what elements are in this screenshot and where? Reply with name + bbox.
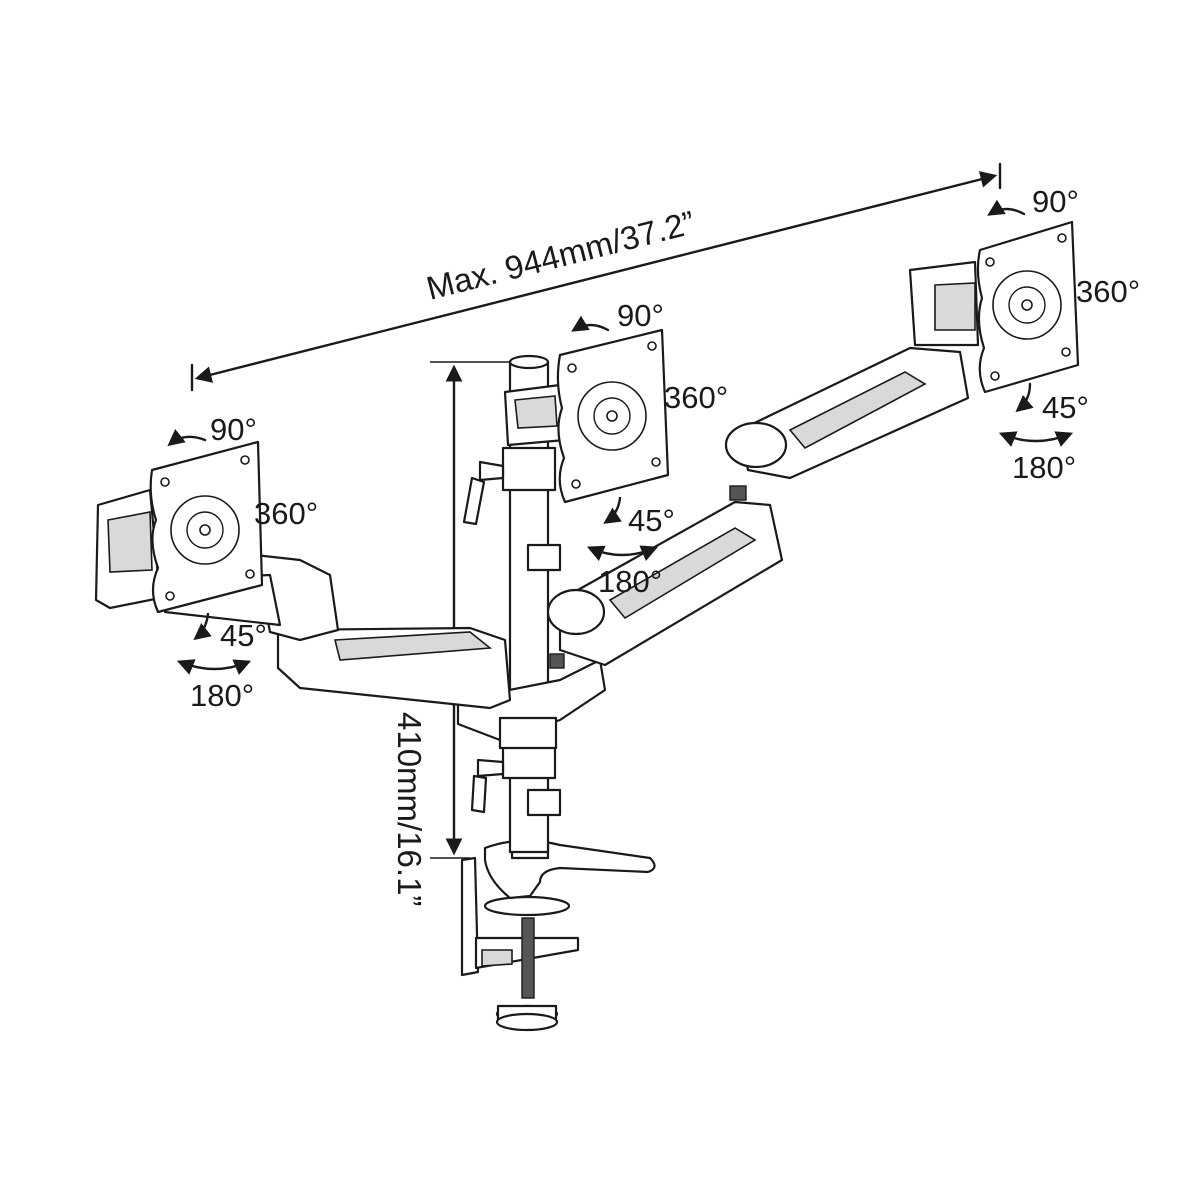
rotation-arrows: [167, 199, 1074, 675]
height-dimension: 410mm/16.1”: [391, 361, 512, 906]
right-tilt-label: 90°: [1032, 184, 1079, 219]
left-tilt-label: 90°: [210, 412, 257, 447]
desk-clamp: [460, 856, 580, 1032]
right-swivel-label: 45°: [1042, 390, 1089, 425]
width-dimension-label: Max. 944mm/37.2”: [423, 203, 699, 306]
center-rotate-label: 360°: [664, 380, 728, 415]
vesa-plate-center: [556, 328, 670, 504]
vesa-plate-right: [976, 220, 1080, 394]
left-swivel-label: 45°: [220, 618, 267, 653]
arm-hub: [456, 658, 607, 750]
right-arm: [546, 260, 980, 669]
right-rotate-label: 360°: [1076, 274, 1140, 309]
vesa-plate-left: [149, 440, 264, 614]
left-pan-label: 180°: [190, 678, 254, 713]
center-tilt-label: 90°: [617, 298, 664, 333]
center-swivel-label: 45°: [628, 503, 675, 538]
left-rotate-label: 360°: [254, 496, 318, 531]
center-pan-label: 180°: [598, 564, 662, 599]
height-dimension-label: 410mm/16.1”: [391, 712, 428, 906]
center-mount-head: [503, 383, 567, 447]
right-pan-label: 180°: [1012, 450, 1076, 485]
